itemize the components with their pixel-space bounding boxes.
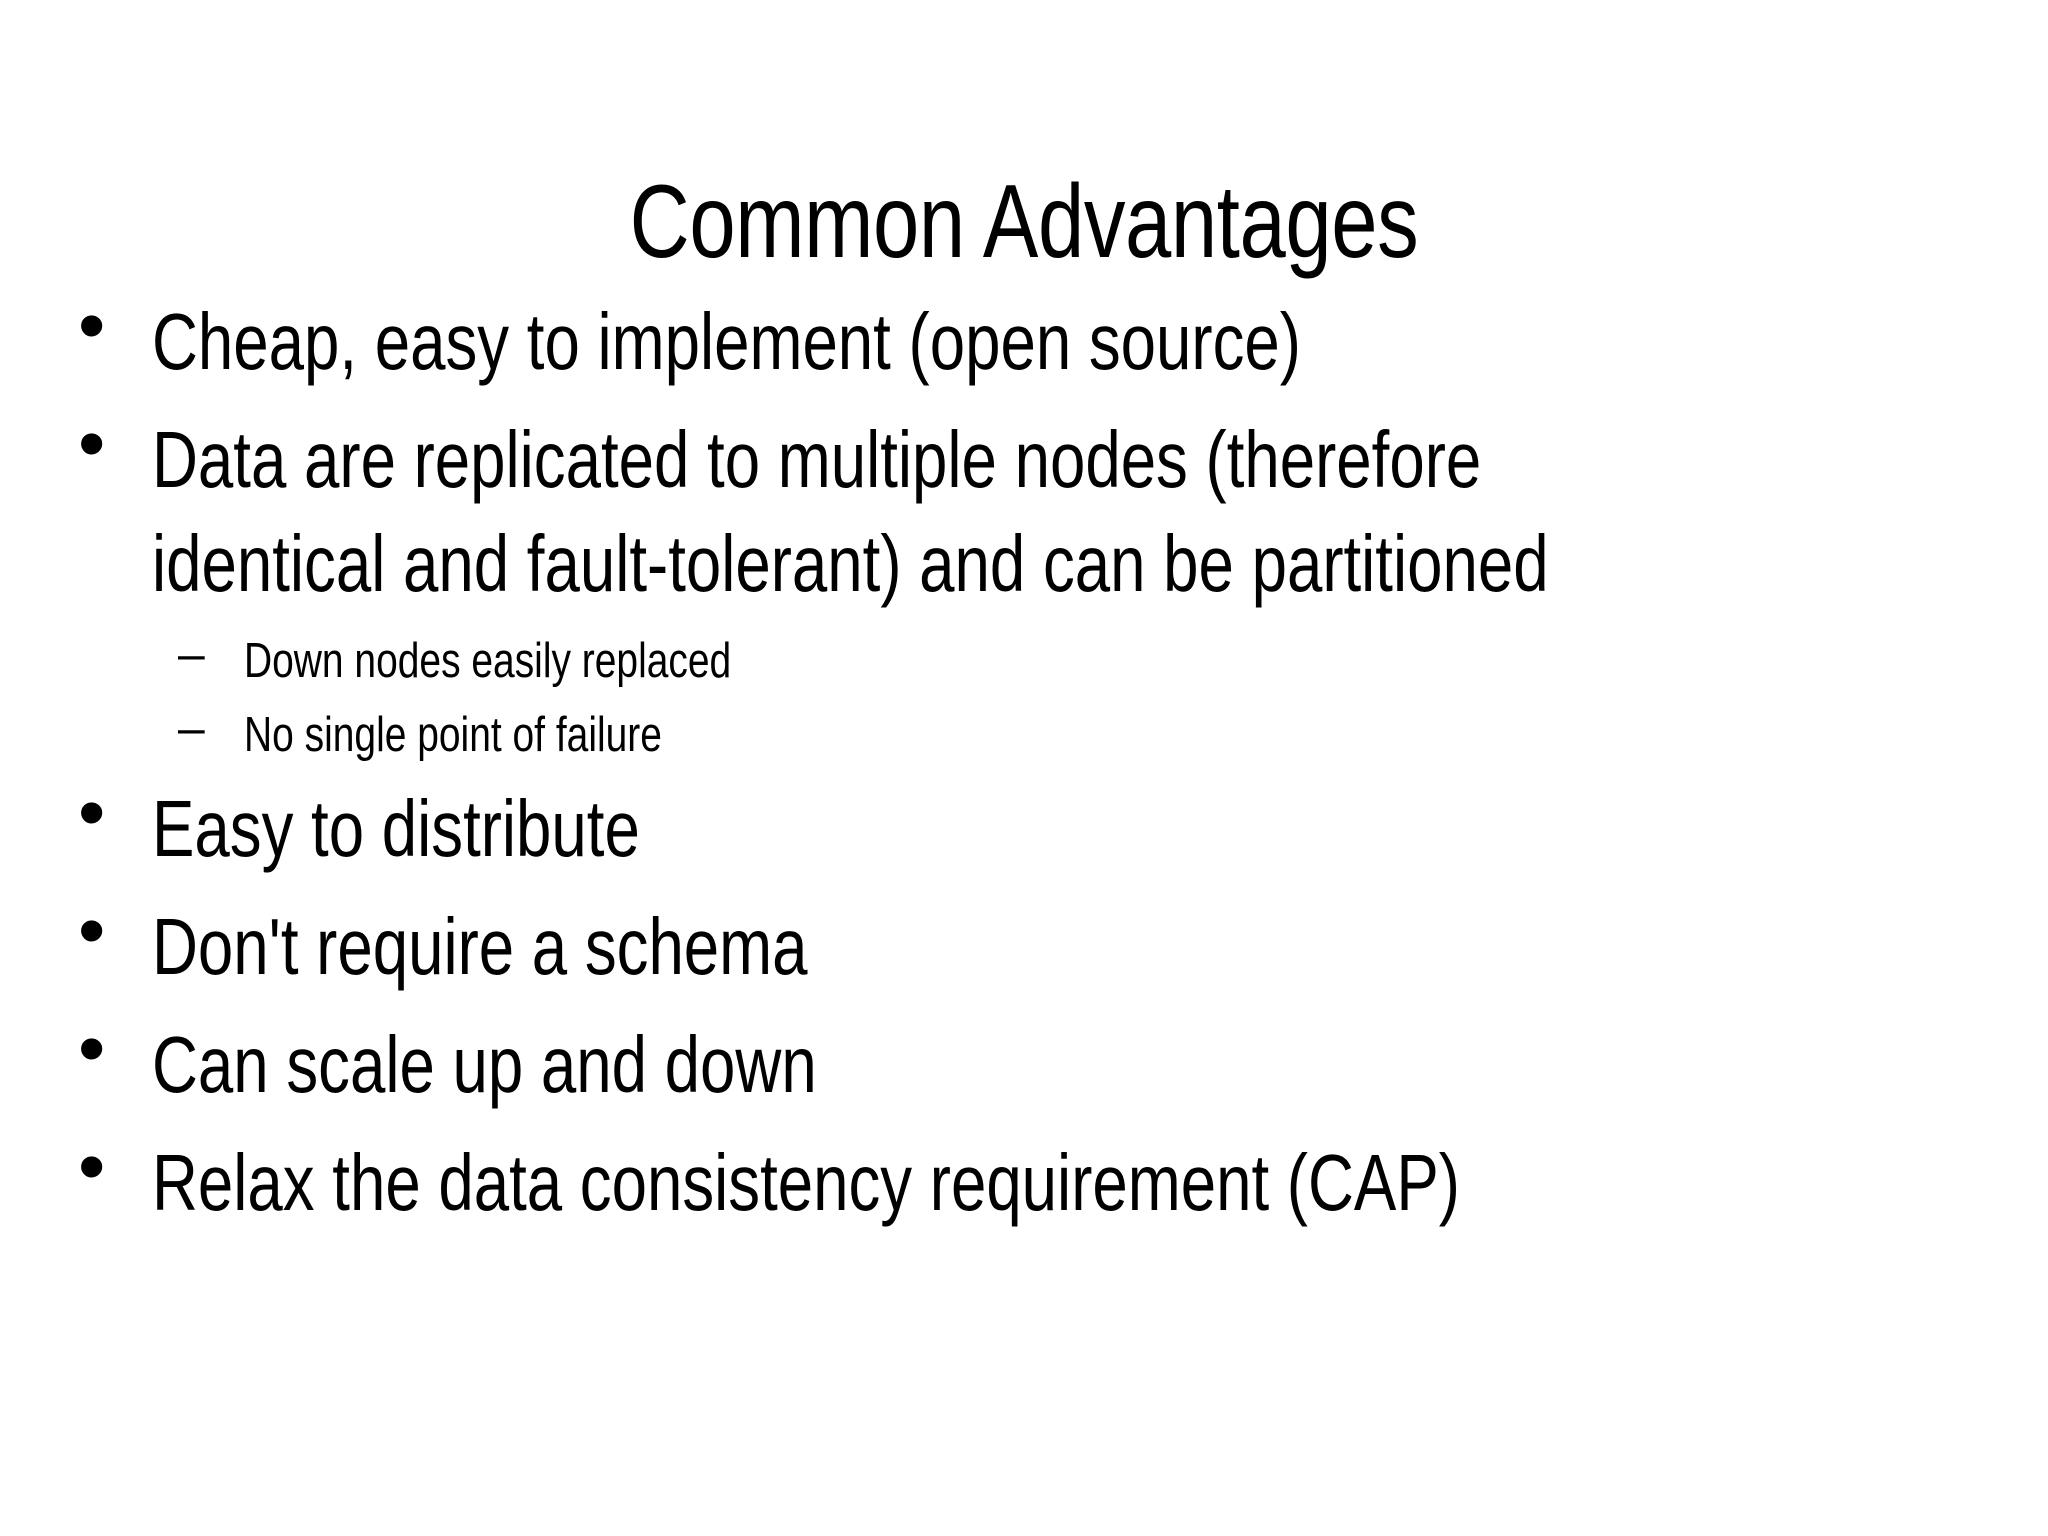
bullet-text: Data are replicated to multiple nodes (t… (152, 415, 1549, 608)
sub-bullet-item: – No single point of failure (60, 701, 2020, 768)
bullet-text: Relax the data consistency requirement (… (152, 1138, 1460, 1228)
bullet-item: • Cheap, easy to implement (open source) (60, 286, 2020, 394)
sub-bullet-item: – Down nodes easily replaced (60, 628, 2020, 694)
bullet-item: • Data are replicated to multiple nodes … (60, 404, 2020, 616)
sub-bullet-text: Down nodes easily replaced (244, 634, 732, 688)
bullet-item: • Can scale up and down (60, 1009, 2020, 1117)
bullet-item: • Easy to distribute (60, 773, 2020, 881)
bullet-dash-icon: – (178, 628, 205, 681)
slide-body-bullet-list: • Cheap, easy to implement (open source)… (60, 286, 2020, 1249)
bullet-dot-icon: • (78, 768, 106, 857)
bullet-dot-icon: • (78, 281, 106, 369)
slide-title: Common Advantages (629, 163, 1419, 280)
sub-bullet-group: – Down nodes easily replaced – No single… (60, 628, 2020, 768)
bullet-dot-icon: • (78, 1004, 106, 1093)
bullet-dot-icon: • (78, 1122, 106, 1211)
bullet-dot-icon: • (78, 886, 106, 975)
sub-bullet-text: No single point of failure (244, 707, 662, 762)
bullet-dash-icon: – (178, 701, 205, 755)
bullet-text: Easy to distribute (152, 784, 640, 874)
bullet-text: Cheap, easy to implement (open source) (152, 297, 1301, 386)
bullet-dot-icon: • (78, 399, 106, 487)
bullet-item: • Relax the data consistency requirement… (60, 1127, 2020, 1235)
bullet-text: Don't require a schema (152, 902, 808, 992)
bullet-item: • Don't require a schema (60, 891, 2020, 999)
bullet-text: Can scale up and down (152, 1020, 817, 1110)
